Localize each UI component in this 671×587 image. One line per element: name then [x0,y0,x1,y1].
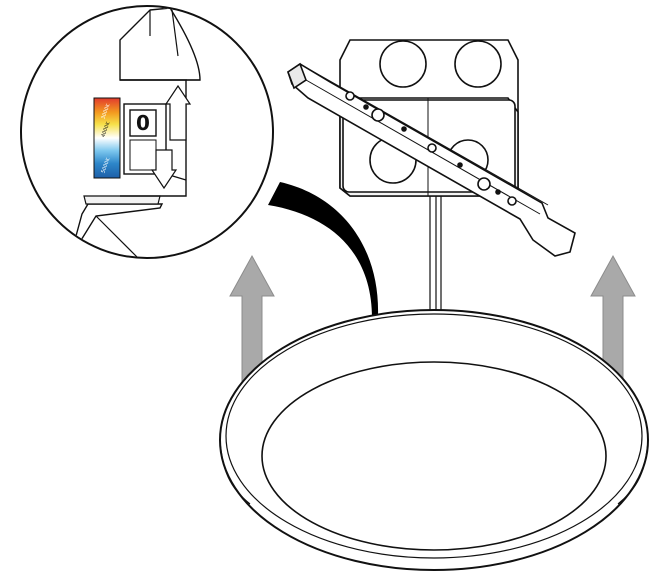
fixture-rim-side [219,439,251,505]
fixture-lens [261,361,607,551]
bracket-screw-5 [507,196,517,206]
svg-text:5000K: 5000K [101,156,112,174]
cct-color-strip [93,97,121,179]
bracket-bar [287,63,576,257]
slide-arrow-up [164,84,192,141]
cct-switch-knob [129,109,157,137]
fixture-rim-inner-edge [225,313,643,559]
cct-switch-glyph: 0 [136,111,150,135]
slide-arrow-down [150,149,178,190]
svg-text:4000K: 4000K [101,120,112,138]
zoom-callout: 3000K 4000K 5000K 0 [20,5,274,259]
mounting-bracket [287,62,576,257]
svg-text:3000K: 3000K [101,102,112,120]
arrow-up-right [590,254,636,379]
bracket-screw-2 [371,108,385,122]
round-fixture [219,309,649,571]
callout-connector-band [268,182,379,318]
knockout-top-right [454,40,502,88]
bracket-screw-1 [345,91,355,101]
supply-wires [429,196,442,318]
bracket-screw-4 [477,177,491,191]
knockout-top-left [379,40,427,88]
bracket-screw-3 [427,143,437,153]
